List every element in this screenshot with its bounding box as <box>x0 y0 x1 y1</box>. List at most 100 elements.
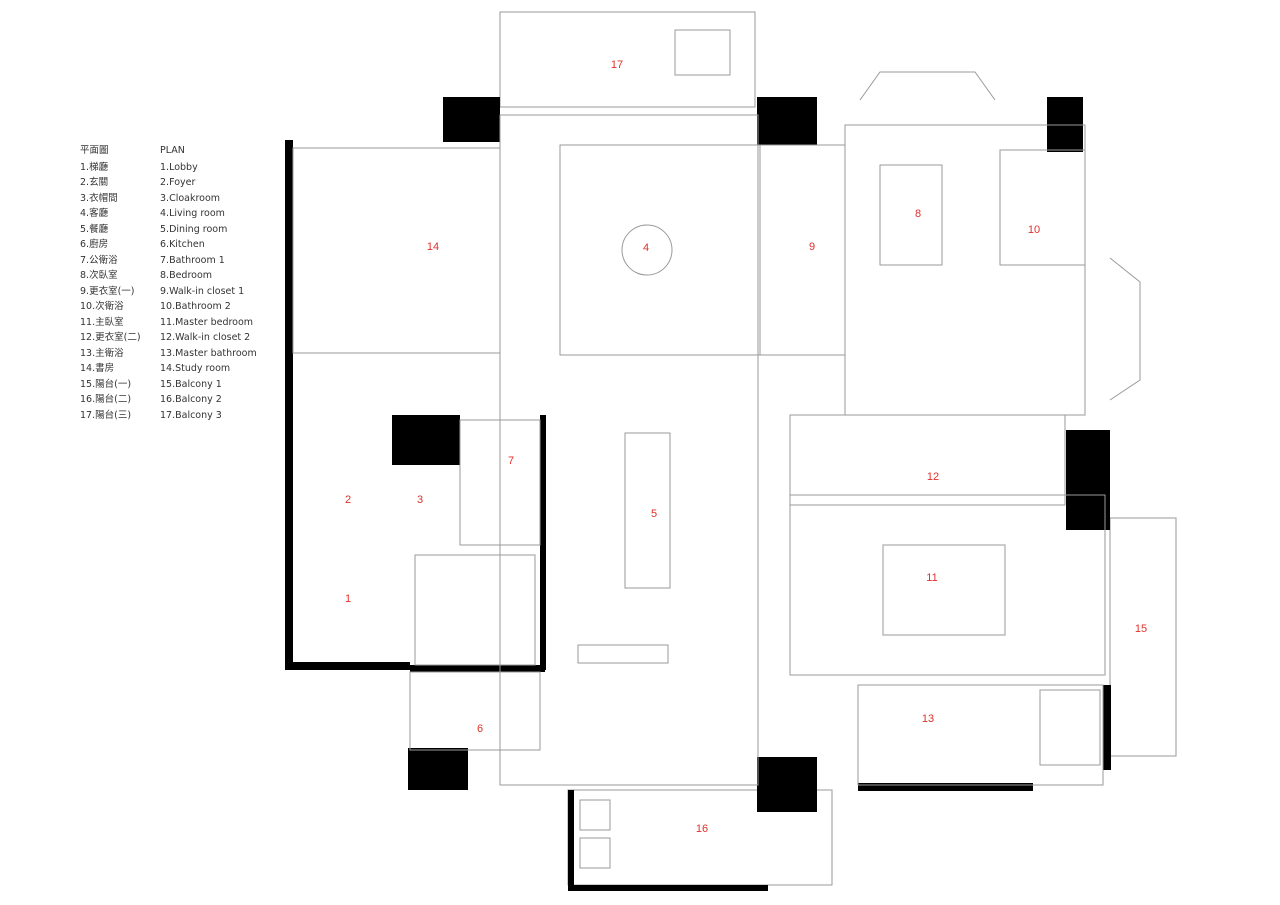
legend-item: 14.Study room <box>160 363 231 374</box>
room-number-dining-room: 5 <box>651 508 657 520</box>
room-number-balcony-2: 16 <box>696 823 708 835</box>
room-number-bathroom-1: 7 <box>508 455 514 467</box>
walls <box>285 97 1111 891</box>
room-number-study-room: 14 <box>427 241 439 253</box>
coffee-table <box>621 224 673 276</box>
legend-item: 8.次臥室 <box>80 270 118 281</box>
closet-2-outline <box>789 414 1066 506</box>
room-number-lobby: 1 <box>345 593 351 605</box>
room-number-bedroom: 8 <box>915 208 921 220</box>
living-dining-outline <box>499 114 759 786</box>
study-room-outline <box>292 147 501 354</box>
legend-item: 13.主衛浴 <box>80 347 124 359</box>
legend-chinese: 平面圖 1.梯廳 2.玄關 3.衣帽間 4.客廳 5.餐廳 6.廚房 7.公衛浴 8.次臥室 9… <box>80 143 141 423</box>
lobby-lift <box>414 554 536 666</box>
wall-block <box>408 748 468 790</box>
legend-item: 4.客廳 <box>80 208 109 219</box>
bedroom-bed <box>879 164 943 266</box>
legend-item: 9.更衣室(一) <box>80 285 135 297</box>
legend-item: 5.餐廳 <box>80 223 109 235</box>
legend-item: 13.Master bathroom <box>160 347 257 359</box>
master-bed <box>882 544 1006 636</box>
legend-item: 15.Balcony 1 <box>160 378 222 390</box>
bathroom-1-outline <box>459 419 541 546</box>
balcony-1-outline <box>1109 517 1177 757</box>
wall-interior <box>540 415 546 670</box>
wall-block <box>443 97 500 142</box>
legend-item: 17.Balcony 3 <box>160 409 222 421</box>
legend-item: 1.Lobby <box>160 161 198 173</box>
room-number-walk-in-closet-1: 9 <box>809 241 815 253</box>
wall-left <box>285 140 293 670</box>
room-number-bathroom-2: 10 <box>1028 224 1040 236</box>
legend-item: 7.公衛浴 <box>80 254 118 266</box>
bedroom-outline <box>844 124 1086 416</box>
legend-item: 12.Walk-in closet 2 <box>160 332 251 343</box>
kitchen-island <box>577 644 669 664</box>
balcony-appliance <box>579 837 611 869</box>
legend-item: 3.Cloakroom <box>160 192 221 204</box>
room-number-kitchen: 6 <box>477 723 483 735</box>
legend-item: 3.衣帽間 <box>80 192 118 204</box>
closet-1-outline <box>759 144 846 356</box>
legend-item: 7.Bathroom 1 <box>160 254 225 266</box>
bathtub <box>1039 689 1101 766</box>
room-number-balcony-3: 17 <box>611 59 623 71</box>
legend-item: 14.書房 <box>80 363 115 374</box>
kitchen-outline <box>409 671 541 751</box>
side-bay-outline <box>1109 257 1141 401</box>
interior-lines <box>292 29 1106 869</box>
legend-english-list: 1.Lobby 2.Foyer 3.Cloakroom 4.Living room 5.… <box>160 160 257 424</box>
legend-item: 17.陽台(三) <box>80 409 132 421</box>
legend-item: 8.Bedroom <box>160 270 213 281</box>
balcony-planter <box>674 29 731 76</box>
legend-item: 12.更衣室(二) <box>80 332 141 343</box>
legend-item: 9.Walk-in closet 1 <box>160 285 245 297</box>
bathroom-2-outline <box>999 149 1086 266</box>
wall-lobby-bottom <box>285 662 410 670</box>
wall-block <box>392 415 460 465</box>
legend-english: PLAN 1.Lobby 2.Foyer 3.Cloakroom 4.Living r… <box>160 143 257 423</box>
wall-bath-bottom <box>858 783 1033 791</box>
balcony-appliance <box>579 799 611 831</box>
legend-item: 2.玄關 <box>80 177 109 188</box>
legend-item: 16.Balcony 2 <box>160 394 222 405</box>
legend-item: 11.Master bedroom <box>160 316 254 328</box>
legend-item: 1.梯廳 <box>80 161 109 173</box>
legend-item: 10.Bathroom 2 <box>160 301 231 312</box>
legend-item: 15.陽台(一) <box>80 378 132 390</box>
wall-block <box>757 97 817 145</box>
legend-item: 11.主臥室 <box>80 316 124 328</box>
wall-balcony-left <box>568 790 574 890</box>
legend-item: 10.次衛浴 <box>80 301 124 312</box>
legend-item: 4.Living room <box>160 208 225 219</box>
living-rug <box>559 144 761 356</box>
wall-block <box>757 757 817 812</box>
legend-item: 6.廚房 <box>80 239 109 250</box>
legend-english-heading: PLAN <box>160 145 185 156</box>
balcony-3-outline <box>499 11 756 108</box>
legend-chinese-list: 1.梯廳 2.玄關 3.衣帽間 4.客廳 5.餐廳 6.廚房 7.公衛浴 8.次臥室 9.更衣室… <box>80 160 141 424</box>
room-number-cloakroom: 3 <box>417 494 423 506</box>
legend-item: 6.Kitchen <box>160 239 205 250</box>
wall-right-bottom <box>1103 685 1111 770</box>
legend-chinese-heading: 平面圖 <box>80 145 109 156</box>
legend-item: 16.陽台(二) <box>80 394 132 405</box>
room-numbers: 1 2 3 4 5 6 7 8 9 10 11 12 13 14 15 16 1… <box>345 59 1147 835</box>
room-number-master-bedroom: 11 <box>926 572 937 584</box>
master-bedroom-outline <box>789 494 1106 676</box>
room-number-walk-in-closet-2: 12 <box>927 471 939 483</box>
legend-item: 2.Foyer <box>160 177 196 188</box>
legend-item: 5.Dining room <box>160 223 228 235</box>
wall-block <box>1066 430 1110 530</box>
room-number-balcony-1: 15 <box>1135 623 1147 635</box>
bay-window-outline <box>859 71 996 101</box>
room-number-foyer: 2 <box>345 494 351 506</box>
room-number-master-bathroom: 13 <box>922 713 934 725</box>
room-number-living-room: 4 <box>643 242 649 254</box>
master-bath-outline <box>857 684 1104 786</box>
dining-table <box>624 432 671 589</box>
wall-kitchen-top <box>410 665 545 672</box>
wall-balcony-bottom <box>568 885 768 891</box>
